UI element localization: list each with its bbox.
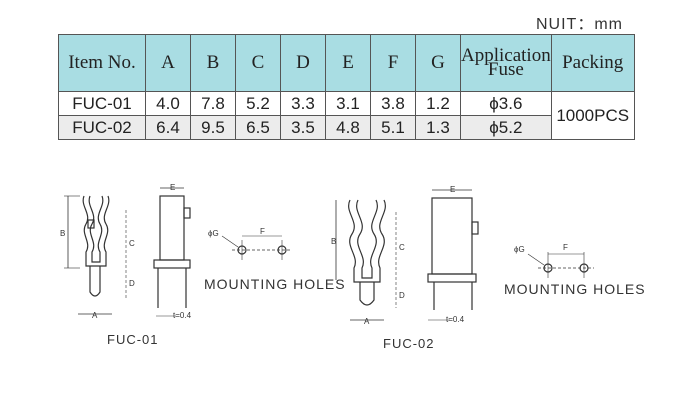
dim-label-c: C bbox=[399, 243, 405, 252]
dim-label-d: D bbox=[399, 291, 405, 300]
header-f: F bbox=[370, 34, 416, 92]
cell-d: 3.3 bbox=[280, 91, 326, 116]
cell-g: 1.3 bbox=[415, 115, 461, 140]
mounting-holes-2-drawing bbox=[527, 252, 594, 278]
fuc01-caption: FUC-01 bbox=[107, 332, 159, 347]
cell-c: 6.5 bbox=[235, 115, 281, 140]
thickness-label-2: t=0.4 bbox=[446, 315, 465, 324]
dim-label-b: B bbox=[331, 237, 336, 246]
dim-label-b: B bbox=[60, 229, 65, 238]
fuc02-side-view bbox=[348, 199, 386, 306]
table-row: FUC-02 6.4 9.5 6.5 3.5 4.8 5.1 1.3 ϕ5.2 bbox=[58, 115, 635, 140]
cell-b: 9.5 bbox=[190, 115, 236, 140]
dim-label-g: ϕG bbox=[208, 229, 219, 238]
cell-packing: 1000PCS bbox=[550, 91, 635, 140]
cell-f: 5.1 bbox=[370, 115, 416, 140]
spec-table: Item No. A B C D E F G Application Fuse … bbox=[58, 34, 635, 140]
mounting-holes-label-2: MOUNTING HOLES bbox=[504, 281, 646, 297]
cell-fuse: ϕ3.6 bbox=[460, 91, 552, 116]
fuc01-side-view bbox=[82, 195, 110, 297]
cell-a: 6.4 bbox=[145, 115, 191, 140]
header-a: A bbox=[145, 34, 191, 92]
dim-label-f: F bbox=[563, 243, 568, 252]
cell-d: 3.5 bbox=[280, 115, 326, 140]
dim-label-f: F bbox=[260, 227, 265, 236]
dim-label-e: E bbox=[450, 185, 455, 194]
header-fuse: Fuse bbox=[487, 59, 524, 80]
cell-c: 5.2 bbox=[235, 91, 281, 116]
thickness-label-1: t=0.4 bbox=[173, 311, 192, 320]
dim-label-a: A bbox=[364, 317, 370, 326]
header-c: C bbox=[235, 34, 281, 92]
cell-e: 4.8 bbox=[325, 115, 371, 140]
header-d: D bbox=[280, 34, 326, 92]
header-packing: Packing bbox=[550, 34, 635, 92]
cell-item: FUC-02 bbox=[58, 115, 146, 140]
unit-label: NUIT：mm bbox=[536, 16, 623, 33]
cell-b: 7.8 bbox=[190, 91, 236, 116]
dim-label-a: A bbox=[92, 311, 98, 320]
dim-label-d: D bbox=[129, 279, 135, 288]
header-b: B bbox=[190, 34, 236, 92]
mounting-holes-label-1: MOUNTING HOLES bbox=[204, 276, 346, 292]
cell-e: 3.1 bbox=[325, 91, 371, 116]
header-application: Application bbox=[461, 45, 551, 66]
table-header-row: Item No. A B C D E F G Application Fuse … bbox=[58, 34, 635, 92]
cell-fuse: ϕ5.2 bbox=[460, 115, 552, 140]
cell-g: 1.2 bbox=[415, 91, 461, 116]
mounting-holes-1-drawing bbox=[221, 235, 292, 260]
fuc02-caption: FUC-02 bbox=[383, 336, 435, 351]
fuc02-front-view bbox=[427, 189, 479, 321]
dim-label-e: E bbox=[170, 183, 175, 192]
cell-item: FUC-01 bbox=[58, 91, 146, 116]
dim-label-c: C bbox=[129, 239, 135, 248]
fuc01-front-view bbox=[153, 187, 191, 317]
dim-label-g: ϕG bbox=[514, 245, 525, 254]
header-g: G bbox=[415, 34, 461, 92]
